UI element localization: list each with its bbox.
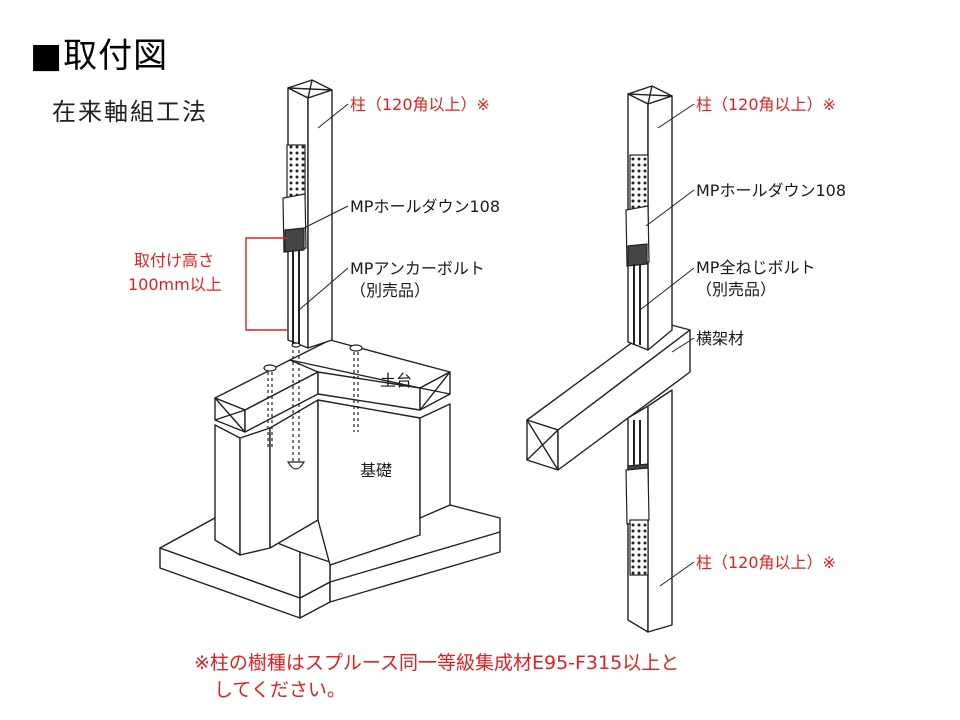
threaded-bolt-label: MP全ねじボルト bbox=[696, 258, 816, 277]
note-line2: してください。 bbox=[214, 679, 346, 701]
note-line1: ※柱の樹種はスプルース同一等級集成材E95-F315以上と bbox=[194, 652, 680, 674]
threaded-bolt-note: （別売品） bbox=[696, 280, 777, 299]
page-title: ■取付図 bbox=[30, 36, 169, 76]
height-label-line1: 取付け高さ bbox=[134, 251, 215, 270]
anchor-bolts bbox=[263, 344, 363, 470]
beam-label: 横架材 bbox=[696, 329, 745, 348]
height-label-line2: 100mm以上 bbox=[128, 275, 222, 294]
right-column-bottom-label: 柱（120角以上）※ bbox=[696, 553, 836, 572]
sill-label: 土台 bbox=[380, 371, 413, 390]
right-column-top-label: 柱（120角以上）※ bbox=[696, 95, 836, 114]
method-subtitle: 在来軸組工法 bbox=[52, 98, 208, 126]
leader-lines bbox=[298, 103, 695, 587]
foundation-wall bbox=[214, 399, 451, 566]
left-holddown bbox=[282, 144, 307, 348]
right-holddown-top bbox=[625, 154, 650, 345]
left-column-label: 柱（120角以上）※ bbox=[350, 95, 490, 114]
anchor-bolt-label: MPアンカーボルト bbox=[350, 259, 485, 278]
right-holddown-bottom bbox=[625, 420, 650, 576]
foundation-label: 基礎 bbox=[360, 461, 393, 480]
right-holddown-label: MPホールダウン108 bbox=[696, 181, 846, 200]
sill-beam bbox=[214, 339, 451, 433]
height-bracket bbox=[245, 237, 288, 331]
anchor-bolt-note: （別売品） bbox=[350, 281, 431, 300]
left-holddown-label: MPホールダウン108 bbox=[350, 197, 500, 216]
